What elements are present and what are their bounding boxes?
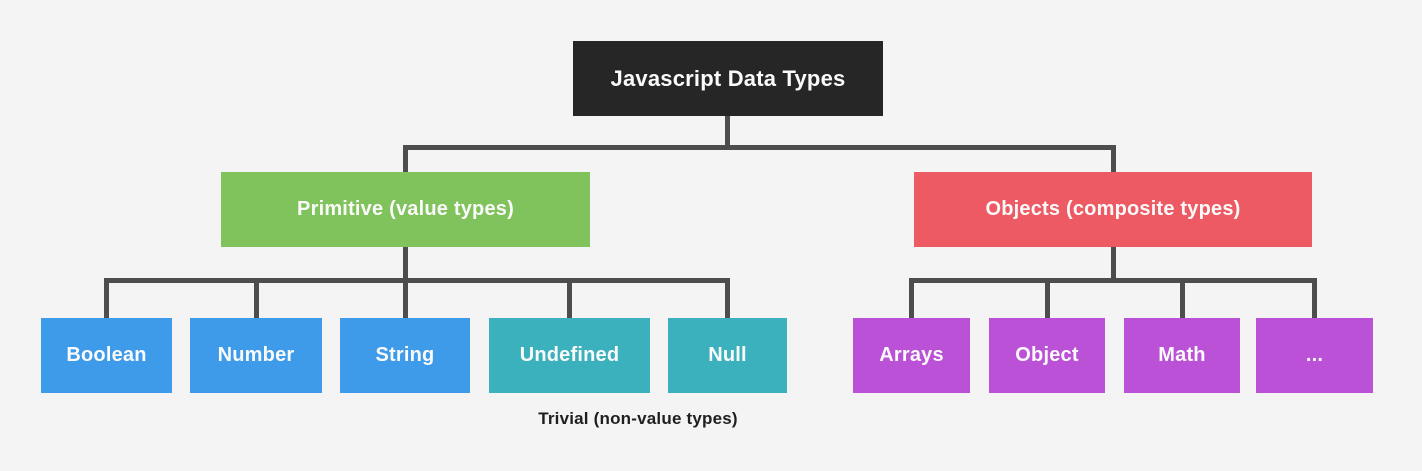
connector-to-more <box>1312 278 1317 318</box>
node-boolean-label: Boolean <box>66 344 147 366</box>
connector-to-math <box>1180 278 1185 318</box>
node-undefined-label: Undefined <box>519 344 620 366</box>
connector-to-objects <box>1111 145 1116 172</box>
connector-to-number <box>254 278 259 318</box>
connector-left-horizontal <box>104 278 730 283</box>
node-javascript-data-types-label: Javascript Data Types <box>610 65 846 91</box>
node-arrays: Arrays <box>853 318 970 393</box>
node-object: Object <box>989 318 1105 393</box>
connector-to-primitive <box>403 145 408 172</box>
node-math: Math <box>1124 318 1240 393</box>
connector-root-down <box>725 116 730 150</box>
connector-to-object <box>1045 278 1050 318</box>
node-null-label: Null <box>708 344 747 366</box>
node-ellipsis: ... <box>1256 318 1373 393</box>
node-null: Null <box>668 318 787 393</box>
node-primitive-value-types: Primitive (value types) <box>221 172 590 247</box>
node-boolean: Boolean <box>41 318 172 393</box>
connector-top-horizontal <box>403 145 1116 150</box>
node-undefined: Undefined <box>489 318 650 393</box>
node-number: Number <box>190 318 322 393</box>
connector-primitive-down <box>403 247 408 283</box>
connector-to-boolean <box>104 278 109 318</box>
node-number-label: Number <box>217 344 295 366</box>
connector-objects-down <box>1111 247 1116 283</box>
node-objects-composite-types: Objects (composite types) <box>914 172 1312 247</box>
node-objects-label: Objects (composite types) <box>985 198 1241 220</box>
connector-to-null <box>725 278 730 318</box>
node-math-label: Math <box>1158 344 1206 366</box>
node-arrays-label: Arrays <box>879 344 944 366</box>
connector-to-undefined <box>567 278 572 318</box>
node-ellipsis-label: ... <box>1305 344 1324 366</box>
node-object-label: Object <box>1015 344 1079 366</box>
node-string-label: String <box>375 344 435 366</box>
node-javascript-data-types: Javascript Data Types <box>573 41 883 116</box>
node-string: String <box>340 318 470 393</box>
node-primitive-label: Primitive (value types) <box>297 198 514 220</box>
connector-right-horizontal <box>909 278 1317 283</box>
caption-trivial-non-value-types: Trivial (non-value types) <box>538 409 738 428</box>
connector-to-string <box>403 278 408 318</box>
connector-to-arrays <box>909 278 914 318</box>
